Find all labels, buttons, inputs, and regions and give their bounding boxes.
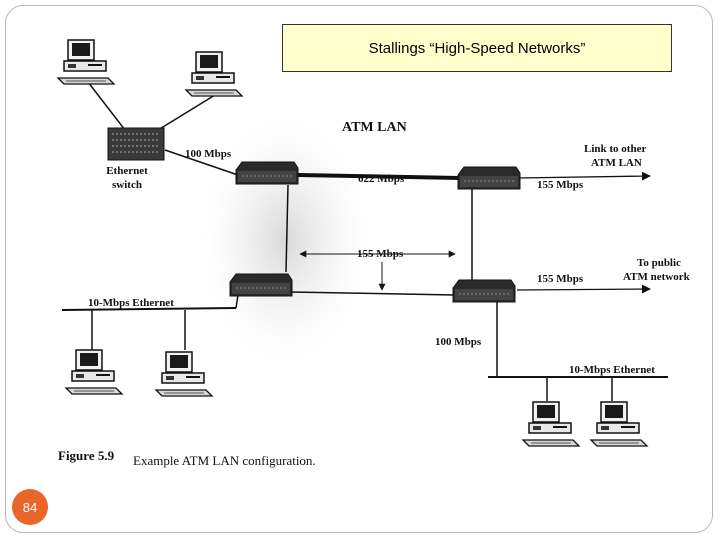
link-label-155-mbps-right: 155 Mbps: [537, 273, 584, 285]
slide-title: Stallings “High-Speed Networks”: [282, 24, 672, 72]
workstation-top-left: [57, 39, 115, 85]
workstation-ethernet-left-1: [65, 349, 123, 395]
ethernet-left-label: 10-Mbps Ethernet: [88, 297, 174, 309]
workstation-ethernet-right-1: [522, 401, 580, 447]
link-label-155-mbps-mid: 155 Mbps: [357, 248, 404, 260]
link-label-100-mbps-bottom: 100 Mbps: [435, 336, 482, 348]
ethernet-switch: [107, 127, 165, 161]
to-public-label-1: To public: [637, 257, 681, 269]
figure-caption-number: Figure 5.9: [58, 448, 115, 463]
atm-lan-heading: ATM LAN: [342, 120, 407, 135]
atm-switch-bottom-right: [452, 279, 516, 303]
to-public-label-2: ATM network: [623, 271, 691, 283]
link-other-label-2: ATM LAN: [591, 157, 642, 169]
link-label-622-mbps: 622 Mbps: [358, 173, 405, 185]
ethernet-switch-label-1: Ethernet: [106, 165, 148, 177]
link-label-100-mbps-top: 100 Mbps: [185, 148, 232, 160]
ethernet-right-label: 10-Mbps Ethernet: [569, 364, 655, 376]
ethernet-switch-label-2: switch: [112, 179, 142, 191]
slide-number-badge: 84: [12, 489, 48, 525]
workstation-top-right: [185, 51, 243, 97]
link-other-label-1: Link to other: [584, 143, 646, 155]
link-label-155-mbps-top: 155 Mbps: [537, 179, 584, 191]
atm-switch-top-right: [457, 166, 521, 190]
figure-caption-text: Example ATM LAN configuration.: [133, 453, 316, 468]
network-links: [61, 81, 668, 401]
atm-switch-top-left: [235, 161, 299, 185]
atm-switch-bottom-left: [229, 273, 293, 297]
workstation-ethernet-left-2: [155, 351, 213, 397]
workstation-ethernet-right-2: [590, 401, 648, 447]
